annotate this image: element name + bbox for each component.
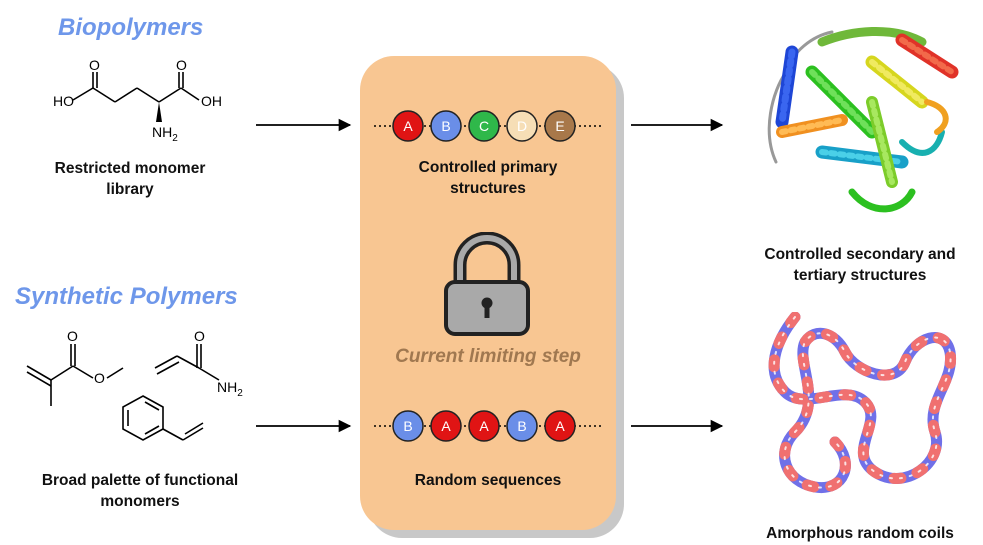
random-sequence: B A A B A bbox=[374, 410, 602, 442]
svg-text:B: B bbox=[441, 118, 450, 134]
amorphous-coils-label: Amorphous random coils bbox=[766, 525, 954, 542]
protein-structure-image bbox=[767, 26, 959, 213]
atom-nh2-amide: NH2 bbox=[217, 379, 243, 399]
wedge-bond bbox=[156, 102, 162, 122]
bead-random-1: B bbox=[392, 410, 424, 442]
atom-o-right: O bbox=[176, 60, 187, 73]
atom-oh-left: HO bbox=[53, 93, 74, 109]
bead-random-4: B bbox=[506, 410, 538, 442]
synthetic-monomers-structures: O O O NH2 bbox=[26, 328, 243, 441]
svg-text:D: D bbox=[517, 118, 527, 134]
atom-oh-right: OH bbox=[201, 93, 222, 109]
controlled-sequence: A B C D E bbox=[374, 110, 602, 142]
atom-o-left: O bbox=[89, 60, 100, 73]
atom-o-carbonyl: O bbox=[67, 328, 78, 344]
bead-random-3: A bbox=[468, 410, 500, 442]
svg-text:E: E bbox=[555, 118, 564, 134]
padlock-icon bbox=[444, 232, 530, 336]
bead-controlled-4: D bbox=[506, 110, 538, 142]
bead-random-5: A bbox=[544, 410, 576, 442]
controlled-primary-label: Controlled primary structures bbox=[418, 159, 558, 197]
bead-controlled-5: E bbox=[544, 110, 576, 142]
biopolymers-heading: Biopolymers bbox=[58, 14, 204, 41]
broad-palette-label: Broad palette of functional monomers bbox=[41, 472, 239, 510]
glutamic-acid-structure: HO O O OH NH2 bbox=[53, 60, 222, 144]
random-sequences-label: Random sequences bbox=[414, 472, 562, 489]
controlled-secondary-label: Controlled secondary and tertiary struct… bbox=[764, 246, 956, 284]
bead-controlled-3: C bbox=[468, 110, 500, 142]
bead-controlled-2: B bbox=[430, 110, 462, 142]
bead-controlled-1: A bbox=[392, 110, 424, 142]
restricted-monomer-library-label: Restricted monomer library bbox=[54, 160, 206, 198]
atom-nh2: NH2 bbox=[152, 124, 178, 144]
atom-o-ester: O bbox=[94, 370, 105, 386]
limiting-step-text: Current limiting step bbox=[395, 346, 581, 367]
svg-text:A: A bbox=[555, 418, 565, 434]
synthetic-polymers-heading: Synthetic Polymers bbox=[15, 283, 238, 310]
svg-text:A: A bbox=[403, 118, 413, 134]
svg-text:B: B bbox=[517, 418, 526, 434]
svg-text:A: A bbox=[479, 418, 489, 434]
svg-text:A: A bbox=[441, 418, 451, 434]
svg-text:C: C bbox=[479, 118, 489, 134]
bead-random-2: A bbox=[430, 410, 462, 442]
atom-o-amide: O bbox=[194, 328, 205, 344]
random-coil-image bbox=[768, 312, 957, 493]
svg-text:B: B bbox=[403, 418, 412, 434]
